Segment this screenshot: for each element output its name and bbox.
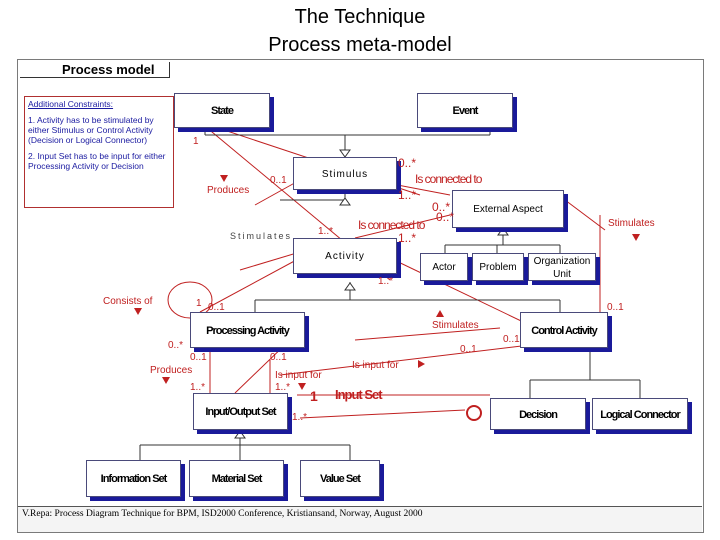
class-state-label: State [211,105,234,117]
class-organization-unit: Organization Unit [528,253,596,281]
mult-01-control-3: 0..1 [460,344,477,355]
arrow-down-icon [298,383,306,390]
mult-0n-stimulus: 0..* [398,156,417,170]
mult-1-input-set: 1 [310,388,318,404]
class-control-activity-label: Control Activity [531,325,598,337]
arrow-down-icon [632,234,640,241]
class-input-output-set: Input/Output Set [193,393,288,430]
mult-0n-processing: 0..* [168,340,184,351]
mult-1: 1 [193,136,199,147]
class-actor: Actor [420,253,468,281]
mult-1n-b: 1..* [398,231,417,245]
arrow-down-icon [134,308,142,315]
mult-1n-input-set: 1..* [292,412,308,423]
mult-01-processing-2: 0..1 [270,352,287,363]
constraint-1: 1. Activity has to be stimulated by eith… [28,115,154,145]
or-circle-icon [466,405,482,421]
mult-01-control: 0..1 [607,302,624,313]
slide-title-line1: The Technique [294,6,426,28]
label-produces-2: Produces [150,365,193,376]
class-information-set: Information Set [86,460,181,497]
class-organization-unit-label: Organization Unit [533,256,591,280]
class-control-activity: Control Activity [520,312,608,348]
class-activity-label: Activity [325,251,365,262]
class-value-set-label: Value Set [320,473,361,485]
mult-1-consists: 1 [196,298,202,309]
class-input-output-set-label: Input/Output Set [205,406,276,418]
mult-0n-ea2: 0..* [436,210,455,224]
class-problem: Problem [472,253,524,281]
mult-1n-activity: 1..* [318,226,334,237]
class-activity: Activity [293,238,397,274]
slide-title-line2: Process meta-model [268,34,452,56]
arrow-right-icon [418,360,425,368]
class-processing-activity: Processing Activity [190,312,305,348]
class-value-set: Value Set [300,460,380,497]
label-is-connected-to-1: Is connected to [415,172,482,186]
class-state: State [174,93,270,128]
class-material-set: Material Set [189,460,284,497]
label-is-connected-to-2: Is connected to [358,218,425,232]
class-decision-label: Decision [519,409,558,421]
class-external-aspect: External Aspect [452,190,564,228]
label-produces-1: Produces [207,185,250,196]
footer-citation: V.Repa: Process Diagram Technique for BP… [18,506,702,532]
label-is-input-for-1: Is input for [352,360,399,371]
class-problem-label: Problem [479,262,517,273]
class-decision: Decision [490,398,586,430]
class-actor-label: Actor [432,262,456,273]
input-set-label: Input Set [335,387,383,402]
mult-0n-ea1: 0..* [432,200,451,214]
label-stimulates-2: Stimulates [608,218,655,229]
class-external-aspect-label: External Aspect [473,204,543,215]
mult-1n-activity-2: 1..* [378,276,394,287]
constraint-2: 2. Input Set has to be input for either … [28,151,166,171]
diagram-frame [17,59,704,533]
mult-01-processing-1: 0..1 [190,352,207,363]
arrow-down-icon [162,377,170,384]
arrow-up-icon [436,310,444,317]
mult-01-stimulus: 0..1 [270,175,287,186]
class-material-set-label: Material Set [211,473,263,485]
constraints-note: Additional Constraints: 1. Activity has … [24,96,174,208]
mult-01-consists: 0..1 [208,302,225,313]
class-logical-connector: Logical Connector [592,398,688,430]
class-information-set-label: Information Set [100,473,168,485]
class-stimulus: Stimulus [293,157,397,190]
mult-01-control-2: 0..1 [503,334,520,345]
constraints-heading: Additional Constraints: [28,99,114,109]
arrow-down-icon [220,175,228,182]
class-processing-activity-label: Processing Activity [206,325,290,337]
class-event: Event [417,93,513,128]
mult-1n-io-1: 1..* [190,382,206,393]
label-stimulates-1: Stimulates [230,231,293,241]
mult-1n-a: 1..* [398,188,417,202]
class-logical-connector-label: Logical Connector [600,409,681,421]
label-stimulates-3: Stimulates [432,320,479,331]
label-consists-of: Consists of [103,296,153,307]
class-stimulus-label: Stimulus [321,169,369,180]
panel-tab: Process model [20,62,170,78]
label-is-input-for-2: Is input for [275,370,322,381]
class-event-label: Event [452,105,479,117]
mult-1n-io-2: 1..* [275,382,291,393]
